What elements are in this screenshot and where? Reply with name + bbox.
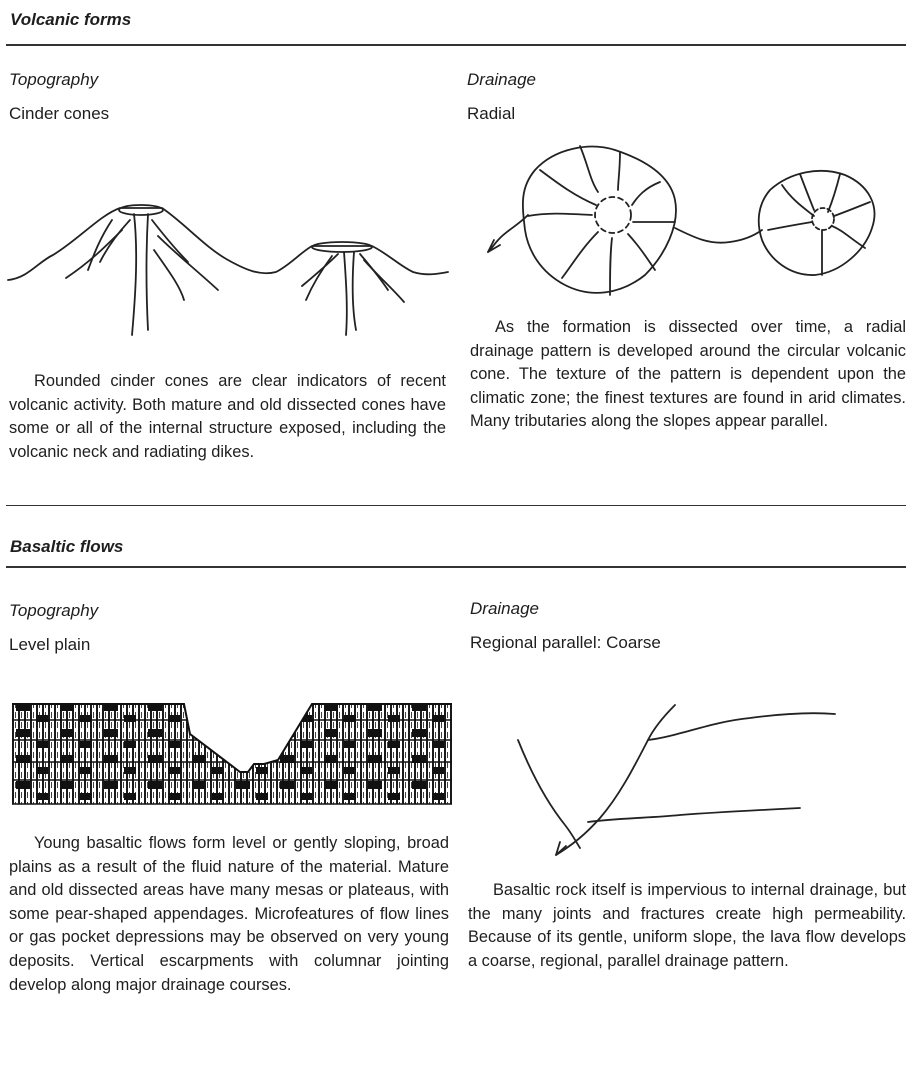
parallel-drainage-illustration <box>510 700 850 865</box>
section-divider <box>6 505 906 506</box>
topography-label: Topography <box>9 70 98 90</box>
section-title-basaltic-flows: Basaltic flows <box>10 537 123 557</box>
drainage-label: Drainage <box>470 599 539 619</box>
topography-text: Rounded cinder cones are clear indicator… <box>9 370 446 464</box>
drainage-text: Basaltic rock itself is impervious to in… <box>468 879 906 973</box>
section-divider <box>6 566 906 568</box>
radial-drainage-illustration <box>470 130 890 320</box>
drainage-value: Regional parallel: Coarse <box>470 633 661 653</box>
basaltic-flows-illustration <box>12 700 452 804</box>
topography-text: Young basaltic flows form level or gentl… <box>9 832 449 997</box>
topography-value: Level plain <box>9 635 90 655</box>
drainage-text: As the formation is dissected over time,… <box>470 316 906 434</box>
drainage-paragraph: Basaltic rock itself is impervious to in… <box>468 879 906 973</box>
topography-value: Cinder cones <box>9 104 109 124</box>
drainage-label: Drainage <box>467 70 536 90</box>
drainage-value: Radial <box>467 104 515 124</box>
topography-label: Topography <box>9 601 98 621</box>
drainage-paragraph: As the formation is dissected over time,… <box>470 316 906 434</box>
section-divider <box>6 44 906 46</box>
topography-paragraph: Young basaltic flows form level or gentl… <box>9 832 449 997</box>
cinder-cones-illustration <box>8 190 448 340</box>
section-title-volcanic-forms: Volcanic forms <box>10 10 131 30</box>
topography-paragraph: Rounded cinder cones are clear indicator… <box>9 370 446 464</box>
